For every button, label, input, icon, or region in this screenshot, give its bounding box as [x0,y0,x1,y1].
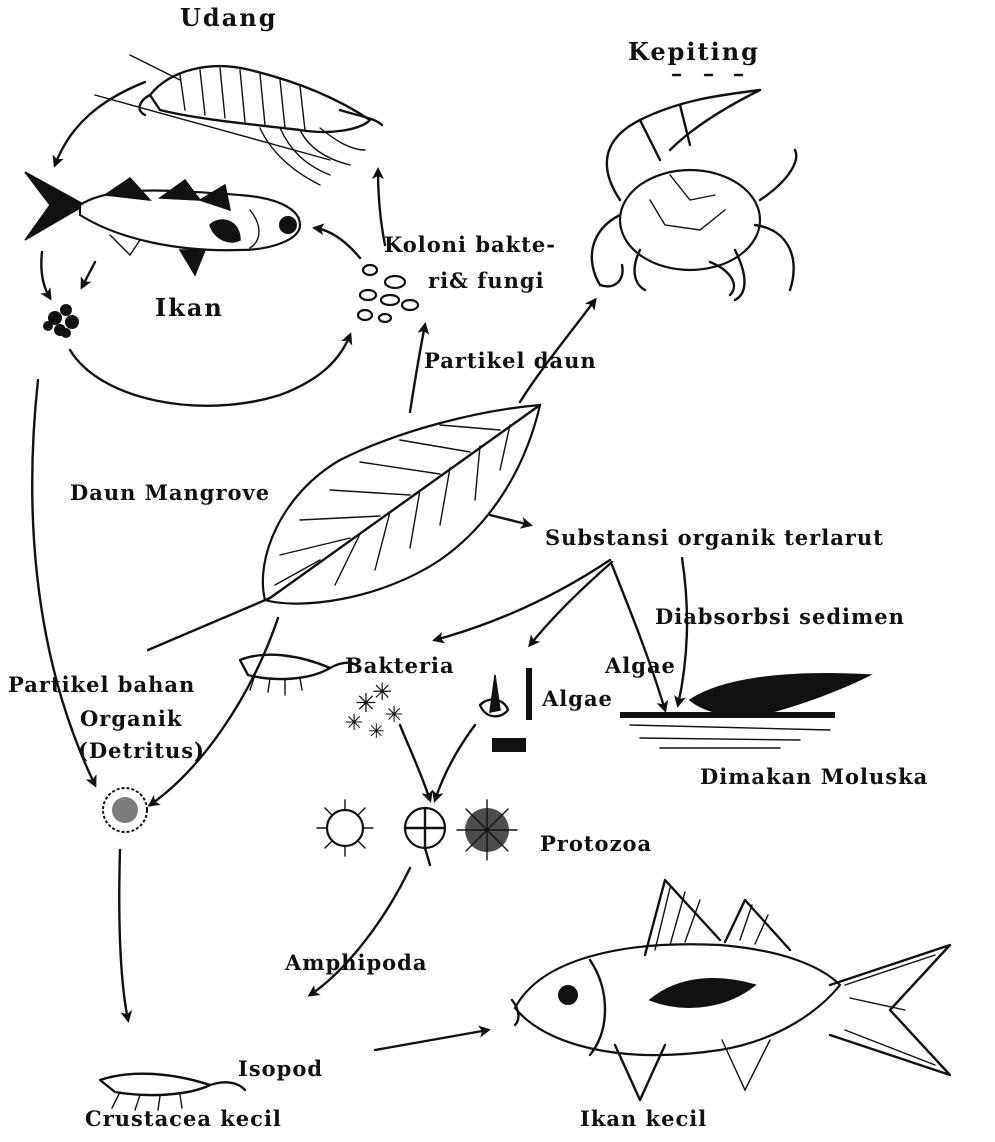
mangrove-leaf-illustration [148,405,540,650]
label-small-crustacea: Crustacea kecil [85,1108,282,1129]
label-algae: Algae [542,688,613,709]
label-eaten-by-molluscs: Dimakan Moluska [700,766,928,787]
label-organic-particles-line-3: (Detritus) [78,740,205,761]
amphipoda-illustration [240,655,360,695]
protozoa-illustration [317,800,517,865]
label-isopod: Isopod [238,1058,323,1079]
label-organic-particles-line-2: Organik [80,708,182,729]
label-algae-sediment: Algae [605,655,676,676]
label-protozoa: Protozoa [540,833,652,854]
svg-text:✳: ✳ [368,719,385,743]
svg-text:✳: ✳ [345,711,363,736]
label-shrimp: Udang [180,6,278,30]
svg-text:✳: ✳ [372,678,392,706]
bacteria-fungi-colony [358,265,418,322]
label-bacteria: Bakteria [345,655,455,676]
shrimp-illustration [95,55,382,185]
crustacea-illustration [100,1074,245,1110]
label-bacteria-fungi-colony-line-1: Koloni bakte- [384,234,556,255]
detritus-clump [103,788,147,832]
label-crab: Kepiting [628,40,760,64]
label-organic-particles-line-1: Partikel bahan [8,674,195,695]
small-fish-illustration [512,880,950,1100]
fish-droppings-cluster [43,304,79,338]
label-amphipoda: Amphipoda [285,952,427,973]
label-fish: Ikan [155,296,224,320]
fish-illustration [25,172,300,275]
label-absorbed-by-sediment: Diabsorbsi sedimen [655,606,905,627]
label-leaf-particles: Partikel daun [424,350,597,371]
label-dissolved-organic-substance: Substansi organik terlarut [545,527,884,548]
algae-illustration [480,668,532,752]
label-mangrove-leaf: Daun Mangrove [70,482,270,503]
label-bacteria-fungi-colony-line-2: ri& fungi [428,270,545,291]
bacteria-illustration: ✳ ✳ ✳ ✳ ✳ [345,678,403,743]
label-small-fish: Ikan kecil [580,1108,707,1129]
crab-illustration [592,75,796,300]
